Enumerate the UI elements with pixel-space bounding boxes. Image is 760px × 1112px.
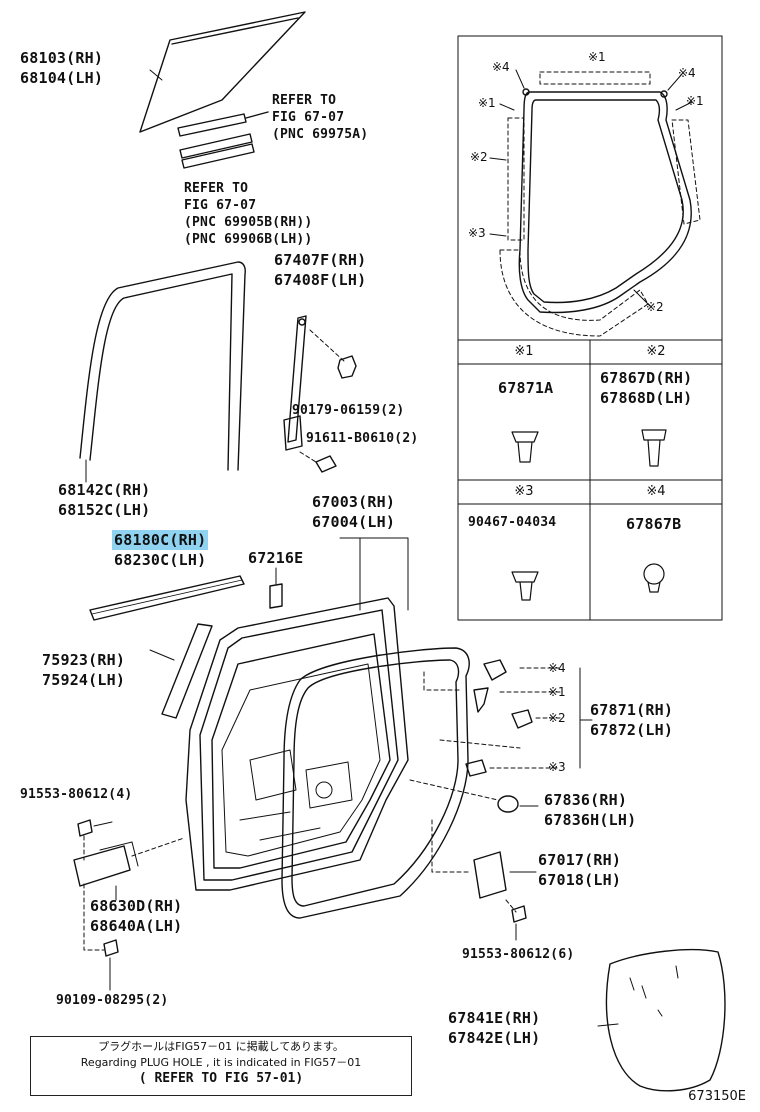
plug-hole-note: プラグホールはFIG57－01 に掲載してあります。 Regarding PLU… bbox=[30, 1036, 412, 1096]
outer-weatherstrip bbox=[89, 575, 245, 621]
bracket-part bbox=[431, 819, 537, 941]
label-plug: 67836(RH)67836H(LH) bbox=[544, 791, 637, 829]
mark-4-main: ※4 bbox=[548, 661, 566, 675]
garnish-part bbox=[161, 623, 213, 719]
table-head-2: ※2 bbox=[646, 344, 666, 359]
hole-plug bbox=[409, 779, 539, 813]
label-bolt-1: 91611-B0610(2) bbox=[306, 431, 419, 446]
door-glass bbox=[139, 11, 306, 133]
door-panel bbox=[185, 597, 409, 891]
bolt-part bbox=[299, 451, 337, 473]
table-head-1: ※1 bbox=[514, 344, 534, 359]
label-bolt-4: 91553-80612(4) bbox=[20, 787, 133, 802]
label-regulator: 67407F(RH)67408F(LH) bbox=[274, 251, 367, 289]
inset-mark-2-left: ※2 bbox=[470, 150, 488, 164]
inset-mark-2-bottom: ※2 bbox=[646, 300, 664, 314]
clip-parts bbox=[423, 659, 593, 777]
mark-3-main: ※3 bbox=[548, 760, 566, 774]
label-weatherstrip: 68180C(RH) 68230C(LH) bbox=[112, 530, 209, 569]
inset-mark-3-left: ※3 bbox=[468, 226, 486, 240]
label-screw: 90109-08295(2) bbox=[56, 993, 169, 1008]
label-nut: 90179-06159(2) bbox=[292, 403, 405, 418]
label-clip-set: 67871(RH)67872(LH) bbox=[590, 701, 674, 739]
figure-number: 673150E bbox=[688, 1089, 746, 1104]
window-regulator bbox=[283, 315, 346, 451]
inset-mark-4-left: ※4 bbox=[492, 60, 510, 74]
door-weatherstrip bbox=[281, 647, 470, 919]
label-run-channel: 68142C(RH)68152C(LH) bbox=[58, 481, 151, 519]
table-part-3: 90467-04034 bbox=[468, 515, 557, 530]
label-stopper: 67216E bbox=[248, 549, 304, 567]
table-part-2: 67867D(RH)67868D(LH) bbox=[600, 369, 693, 407]
mark-2-main: ※2 bbox=[548, 711, 566, 725]
inset-mark-1-left: ※1 bbox=[478, 96, 496, 110]
note-reference[interactable]: ( REFER TO FIG 57-01) bbox=[138, 1071, 304, 1086]
note-japanese: プラグホールはFIG57－01 に掲載してあります。 bbox=[98, 1040, 344, 1053]
inset-mark-1-right: ※1 bbox=[686, 94, 704, 108]
label-garnish: 75923(RH)75924(LH) bbox=[42, 651, 126, 689]
service-hole-cover bbox=[597, 948, 726, 1092]
highlighted-part-number[interactable]: 68180C(RH) bbox=[112, 530, 209, 550]
nut-part bbox=[337, 355, 357, 379]
clip-location-inset bbox=[457, 35, 723, 621]
belt-moulding bbox=[177, 111, 269, 169]
label-cover: 67841E(RH)67842E(LH) bbox=[448, 1009, 541, 1047]
glass-run-channel bbox=[79, 261, 246, 483]
label-bracket: 67017(RH)67018(LH) bbox=[538, 851, 622, 889]
stopper-part bbox=[269, 583, 283, 609]
note-english: Regarding PLUG HOLE , it is indicated in… bbox=[80, 1056, 362, 1069]
table-head-3: ※3 bbox=[514, 484, 534, 499]
label-panel: 67003(RH)67004(LH) bbox=[312, 493, 396, 531]
mark-1-main: ※1 bbox=[548, 685, 566, 699]
label-bolt-6: 91553-80612(6) bbox=[462, 947, 575, 962]
inset-mark-4-right: ※4 bbox=[678, 66, 696, 80]
table-part-4: 67867B bbox=[626, 515, 682, 533]
label-glass: 68103(RH)68104(LH) bbox=[20, 49, 104, 87]
label-check: 68630D(RH)68640A(LH) bbox=[90, 897, 183, 935]
table-part-1: 67871A bbox=[498, 379, 554, 397]
table-head-4: ※4 bbox=[646, 484, 666, 499]
door-check bbox=[73, 819, 185, 991]
inset-mark-1-top: ※1 bbox=[588, 50, 606, 64]
